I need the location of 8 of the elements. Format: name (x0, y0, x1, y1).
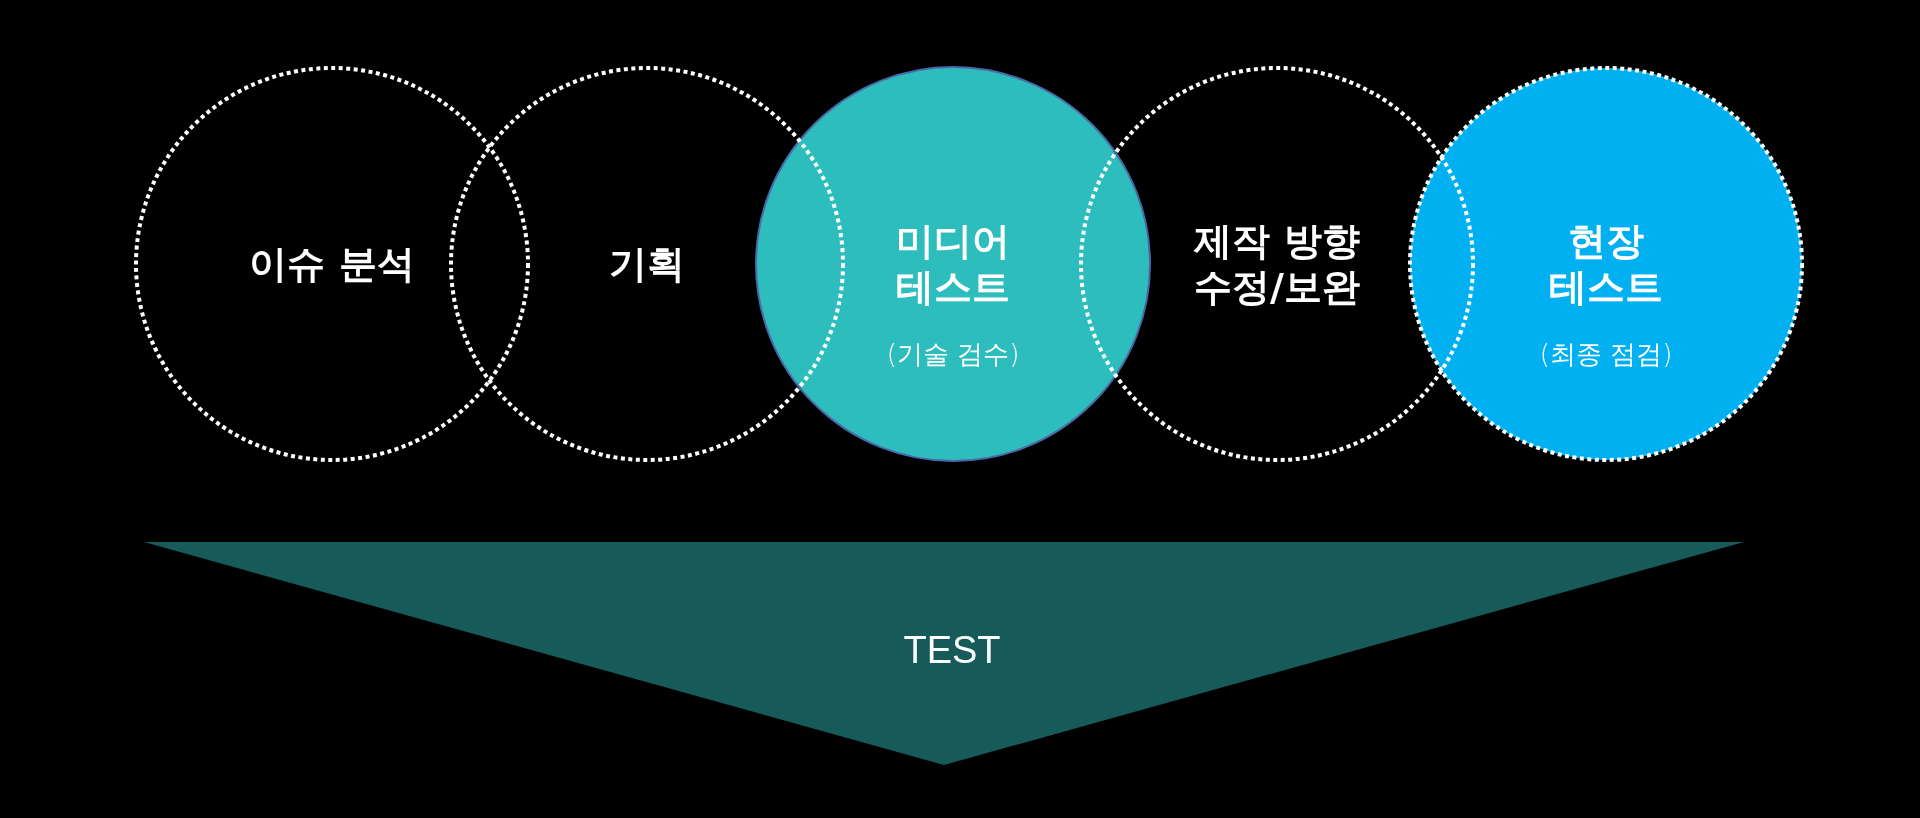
stage-note: (최종 점검) (1539, 338, 1673, 370)
stage-label: 제작 방향 수정/보완 (1193, 218, 1361, 310)
stage-label: 현장 테스트 (1548, 218, 1664, 310)
stage-label: 이슈 분석 (248, 241, 416, 287)
banner-label: TEST (903, 628, 1001, 672)
stage-label: 미디어 테스트 (895, 218, 1011, 310)
stage-note: (기술 검수) (886, 338, 1020, 370)
stage-label: 기획 (608, 241, 686, 287)
